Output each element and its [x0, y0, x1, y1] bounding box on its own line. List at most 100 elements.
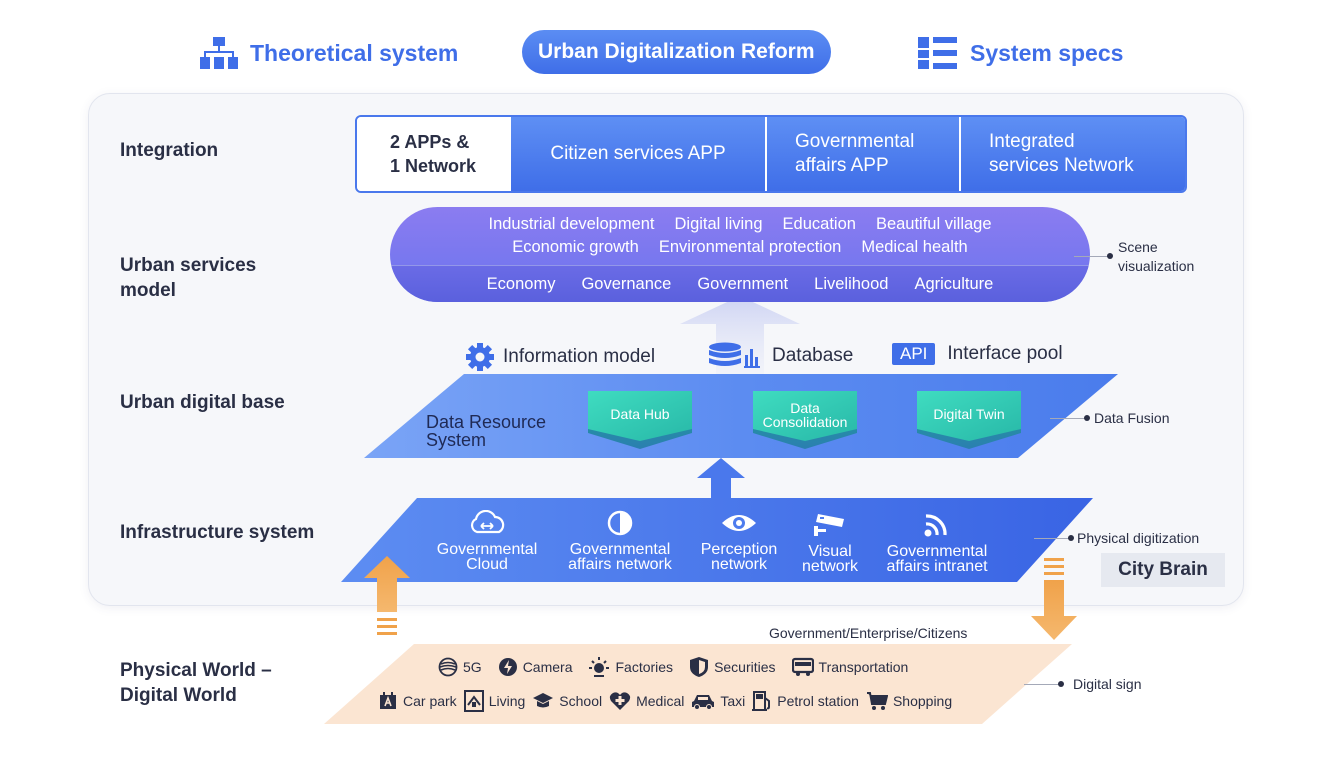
eye-icon	[722, 515, 756, 531]
physical-row-1: 5G Camera Factories Securities	[438, 656, 908, 678]
phys-5g: 5G	[438, 657, 482, 677]
hierarchy-icon	[200, 37, 238, 69]
theoretical-system-label: Theoretical system	[250, 39, 459, 66]
phys-label: Camera	[522, 659, 573, 675]
phys-label: School	[559, 693, 603, 709]
scene-item: Digital living	[674, 215, 763, 233]
scene-visualization-note: Scene visualization	[1118, 239, 1195, 274]
fusion-note-dot	[1084, 415, 1090, 421]
phys-label: Factories	[615, 659, 674, 675]
phys-factories: Factories	[588, 656, 673, 678]
cart-icon	[866, 692, 888, 710]
layer-base-label: Urban digital base	[120, 392, 285, 413]
tool-interface-pool: API Interface pool	[892, 343, 1063, 365]
phys-securities: Securities	[689, 656, 776, 678]
digital-sign-note-line	[1024, 684, 1060, 685]
shield-icon	[690, 657, 709, 677]
integrated-services-network: Integrated services Network	[959, 117, 1185, 191]
medical-icon	[609, 692, 631, 710]
header-theoretical-system: Theoretical system	[200, 36, 458, 70]
layer-services-label: Urban services model	[120, 255, 257, 301]
domain-item: Agriculture	[914, 275, 994, 293]
data-consolidation-cube	[753, 391, 857, 449]
integration-bar: 2 APPs & 1 Network Citizen services APP …	[355, 115, 1187, 193]
government-enterprise-citizens-caption: Government/Enterprise/Citizens	[769, 625, 968, 641]
phys-label: Petrol station	[777, 693, 859, 709]
physical-digitization-note: Physical digitization	[1077, 530, 1200, 546]
phys-label: Medical	[636, 693, 685, 709]
database-label: Database	[772, 345, 854, 366]
parking-icon	[380, 692, 396, 709]
cloud-icon	[470, 509, 505, 534]
urban-services-capsule: Industrial development Digital living Ed…	[390, 207, 1090, 302]
infra-governmental-affairs-intranet: Governmental affairs intranet	[872, 510, 1002, 575]
services-scenes: Industrial development Digital living Ed…	[390, 207, 1090, 265]
infra-label: Governmental Cloud	[436, 541, 538, 573]
data-hub-cube	[588, 391, 692, 449]
integration-summary: 2 APPs & 1 Network	[357, 117, 509, 191]
phys-label: Taxi	[720, 693, 746, 709]
tool-database: Database	[708, 342, 853, 370]
wifi-icon	[924, 514, 947, 537]
scene-note-line	[1074, 256, 1108, 257]
data-consolidation-label: Data Consolidation	[762, 400, 848, 430]
up-arrow-infra-to-base	[697, 458, 745, 498]
infra-label: Perception network	[700, 541, 778, 573]
citizen-services-app: Citizen services APP	[509, 117, 765, 191]
phys-label: Shopping	[892, 693, 953, 709]
scene-item: Education	[782, 215, 856, 233]
phys-shopping: Shopping	[866, 691, 952, 711]
infra-perception-network: Perception network	[688, 510, 790, 573]
scene-item: Environmental protection	[658, 238, 842, 256]
scene-item: Beautiful village	[875, 215, 992, 233]
phys-label: Transportation	[818, 659, 909, 675]
layer-integration-label: Integration	[120, 140, 219, 161]
phys-label: Car park	[403, 693, 457, 709]
factory-icon	[589, 657, 610, 677]
infra-governmental-cloud: Governmental Cloud	[424, 509, 550, 573]
phys-transportation: Transportation	[791, 657, 909, 677]
services-row-2: Economic growth Environmental protection…	[512, 236, 967, 259]
digitization-note-dot	[1068, 535, 1074, 541]
domain-item: Economy	[486, 275, 556, 293]
scene-item: Economic growth	[512, 238, 639, 256]
services-row-1: Industrial development Digital living Ed…	[488, 213, 991, 236]
domain-item: Government	[697, 275, 789, 293]
layer-physical-label: Physical World – Digital World	[120, 660, 272, 706]
system-specs-label: System specs	[970, 39, 1124, 66]
infra-visual-network: Visual network	[793, 510, 867, 575]
fade-up-arrow	[680, 296, 800, 376]
phys-label: Securities	[714, 659, 776, 675]
gear-icon	[466, 343, 494, 371]
5g-icon	[438, 657, 458, 677]
header-system-specs: System specs	[918, 36, 1123, 70]
infra-governmental-affairs-network: Governmental affairs network	[553, 510, 687, 573]
list-icon	[918, 37, 957, 69]
orange-up-arrow	[364, 556, 410, 635]
phys-medical: Medical	[609, 691, 684, 711]
layer-infra-label: Infrastructure system	[120, 522, 315, 543]
phys-living: Living	[463, 690, 525, 712]
data-resource-system-label: Data Resource System	[426, 412, 547, 450]
scene-note-dot	[1107, 253, 1113, 259]
digital-sign-note-dot	[1058, 681, 1064, 687]
digital-twin-label: Digital Twin	[933, 406, 1005, 422]
data-hub-label: Data Hub	[610, 406, 670, 422]
infra-label: Governmental affairs network	[568, 541, 672, 573]
phys-label: 5G	[463, 659, 482, 675]
interface-pool-label: Interface pool	[947, 343, 1063, 364]
phys-camera: Camera	[498, 657, 573, 677]
governmental-affairs-app: Governmental affairs APP	[765, 117, 959, 191]
living-icon	[463, 690, 484, 712]
digitization-note-line	[1034, 538, 1070, 539]
tool-information-model: Information model	[465, 342, 655, 372]
domain-item: Governance	[581, 275, 672, 293]
school-icon	[533, 693, 554, 708]
infra-label: Visual network	[801, 543, 859, 575]
infra-label: Governmental affairs intranet	[886, 543, 988, 575]
services-domains: Economy Governance Government Livelihood…	[390, 265, 1090, 302]
api-icon: API	[892, 343, 936, 365]
physical-row-2: Car park Living School Medical Taxi	[378, 690, 952, 712]
orange-down-arrow	[1031, 558, 1077, 640]
taxi-icon	[692, 695, 715, 710]
